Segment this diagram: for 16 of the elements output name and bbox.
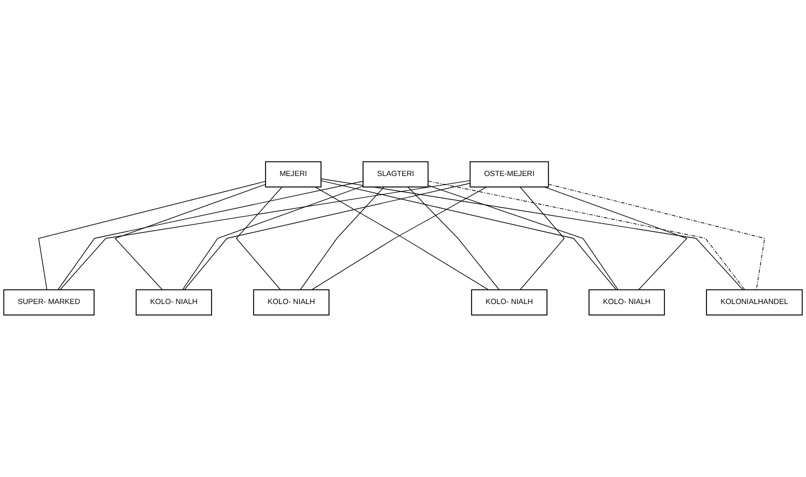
connector xyxy=(182,186,364,290)
connector xyxy=(58,181,364,290)
connector xyxy=(320,180,617,290)
connector xyxy=(428,185,618,290)
connector xyxy=(236,186,282,290)
connector xyxy=(320,178,744,290)
connector xyxy=(300,186,384,290)
connector xyxy=(544,186,688,290)
connector xyxy=(184,183,470,290)
connector xyxy=(408,186,500,290)
connector xyxy=(60,180,470,290)
connector xyxy=(520,186,565,290)
connector xyxy=(38,181,266,290)
connector xyxy=(114,184,266,290)
connector xyxy=(548,184,766,290)
connector xyxy=(428,180,746,290)
